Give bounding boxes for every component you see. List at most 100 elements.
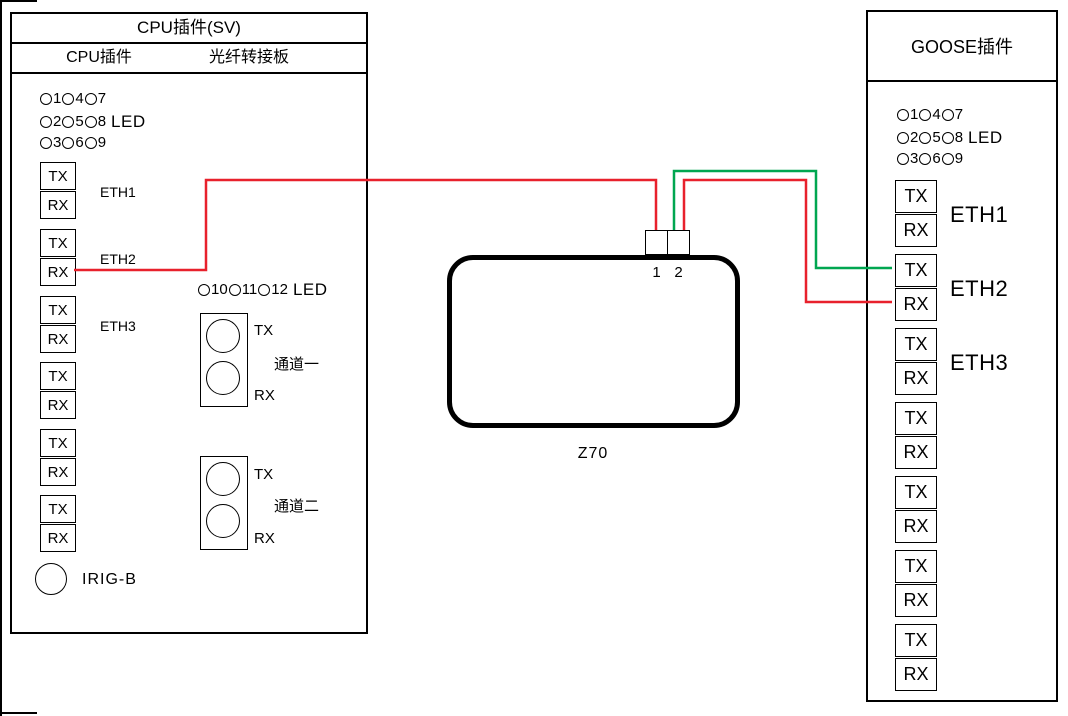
- led-indicator-icon: [228, 283, 241, 296]
- goose-eth3-rx-port: RX: [895, 362, 937, 395]
- led-number: 12: [271, 281, 288, 298]
- goose-eth2-tx-port: TX: [895, 254, 937, 287]
- led-number: 2: [53, 113, 62, 130]
- led-indicator-icon: [62, 136, 75, 149]
- led-number: 10: [211, 281, 228, 298]
- goose-tx-port-4: TX: [895, 402, 937, 435]
- led-number: 5: [932, 129, 941, 146]
- led-group-label: LED: [292, 280, 328, 299]
- goose-rx-port-6: RX: [895, 584, 937, 617]
- z70-port2: [667, 230, 690, 255]
- led-indicator-icon: [941, 152, 954, 165]
- goose-led-row: 2 5 8 LED: [897, 129, 1003, 146]
- channel1-tx-label: TX: [254, 322, 274, 339]
- led-number: 1: [53, 90, 62, 107]
- led-number: 3: [910, 150, 919, 167]
- cpu-eth3-tx-port: TX: [40, 296, 76, 324]
- led-number: 7: [954, 106, 964, 123]
- z70-port1-number: 1: [652, 264, 661, 281]
- led-indicator-icon: [40, 115, 52, 128]
- led-indicator-icon: [84, 115, 97, 128]
- led-number: 2: [910, 129, 919, 146]
- cpu-eth2-tx-port: TX: [40, 229, 76, 257]
- goose-rx-port-5: RX: [895, 510, 937, 543]
- cpu-led-row: 3 6 9: [40, 135, 107, 150]
- led-indicator-icon: [919, 152, 932, 165]
- cpu-eth1-tx-port: TX: [40, 162, 76, 190]
- led-number: 5: [75, 113, 84, 130]
- led-indicator-icon: [198, 283, 210, 296]
- led-number: 4: [932, 106, 941, 123]
- goose-eth1-rx-port: RX: [895, 214, 937, 247]
- page-border-left: [0, 0, 2, 716]
- led-number: 1: [910, 106, 919, 123]
- cpu-eth3-label: ETH3: [100, 318, 136, 334]
- z70-device: [447, 255, 740, 428]
- fiber-board-column-header: 光纤转接板: [208, 49, 289, 66]
- cpu-tx-port-5: TX: [40, 429, 76, 457]
- cpu-panel: CPU插件(SV) CPU插件 光纤转接板 1 4 7 2 5 8 LED 3 …: [10, 12, 368, 634]
- cpu-rx-port-5: RX: [40, 458, 76, 486]
- cpu-rx-port-6: RX: [40, 524, 76, 552]
- goose-tx-port-6: TX: [895, 550, 937, 583]
- led-indicator-icon: [919, 108, 932, 121]
- led-number: 11: [241, 281, 258, 298]
- led-number: 6: [932, 150, 941, 167]
- led-number: 9: [97, 134, 107, 151]
- channel2-name-label: 通道二: [274, 498, 320, 515]
- cpu-tx-port-4: TX: [40, 362, 76, 390]
- led-indicator-icon: [258, 283, 271, 296]
- goose-tx-port-5: TX: [895, 476, 937, 509]
- led-number: 8: [97, 113, 107, 130]
- cpu-rx-port-4: RX: [40, 391, 76, 419]
- cpu-eth2-label: ETH2: [100, 251, 136, 267]
- fiber-channel2-block: [200, 456, 248, 550]
- led-indicator-icon: [40, 92, 52, 105]
- cpu-eth3-rx-port: RX: [40, 325, 76, 353]
- fiber-channel1-block: [200, 313, 248, 407]
- page-border-bottom-stub: [0, 712, 37, 714]
- channel2-tx-port-icon: [206, 462, 240, 496]
- irig-b-label: IRIG-B: [82, 571, 137, 588]
- led-indicator-icon: [897, 152, 909, 165]
- z70-port2-number: 2: [674, 264, 683, 281]
- led-indicator-icon: [941, 131, 954, 144]
- channel2-rx-label: RX: [254, 530, 275, 547]
- led-number: 3: [53, 134, 62, 151]
- goose-led-row: 1 4 7: [897, 107, 964, 122]
- led-indicator-icon: [84, 92, 97, 105]
- led-number: 7: [97, 90, 107, 107]
- channel1-rx-label: RX: [254, 387, 275, 404]
- goose-eth3-label: ETH3: [950, 350, 1009, 375]
- led-indicator-icon: [897, 108, 909, 121]
- goose-led-row: 3 6 9: [897, 151, 964, 166]
- goose-rx-port-7: RX: [895, 658, 937, 691]
- led-indicator-icon: [84, 136, 97, 149]
- cpu-eth1-label: ETH1: [100, 184, 136, 200]
- cpu-panel-title: CPU插件(SV): [12, 14, 366, 44]
- page-border-top-stub: [0, 0, 37, 2]
- cpu-eth1-rx-port: RX: [40, 191, 76, 219]
- led-indicator-icon: [941, 108, 954, 121]
- goose-eth3-tx-port: TX: [895, 328, 937, 361]
- goose-eth1-label: ETH1: [950, 202, 1009, 227]
- goose-panel-title: GOOSE插件: [868, 12, 1056, 82]
- led-number: 8: [954, 129, 964, 146]
- cpu-led-row: 1 4 7: [40, 91, 107, 106]
- channel2-rx-port-icon: [206, 504, 240, 538]
- channel1-tx-port-icon: [206, 319, 240, 353]
- led-indicator-icon: [62, 115, 75, 128]
- goose-eth1-tx-port: TX: [895, 180, 937, 213]
- led-indicator-icon: [40, 136, 52, 149]
- goose-rx-port-4: RX: [895, 436, 937, 469]
- channel1-rx-port-icon: [206, 361, 240, 395]
- z70-device-label: Z70: [577, 445, 609, 462]
- channel1-name-label: 通道一: [274, 356, 320, 373]
- cpu-column-header: CPU插件: [66, 49, 132, 66]
- led-number: 9: [954, 150, 964, 167]
- fiber-led-row: 10 11 12 LED: [198, 281, 328, 298]
- led-indicator-icon: [897, 131, 909, 144]
- led-number: 4: [75, 90, 84, 107]
- goose-eth2-label: ETH2: [950, 276, 1009, 301]
